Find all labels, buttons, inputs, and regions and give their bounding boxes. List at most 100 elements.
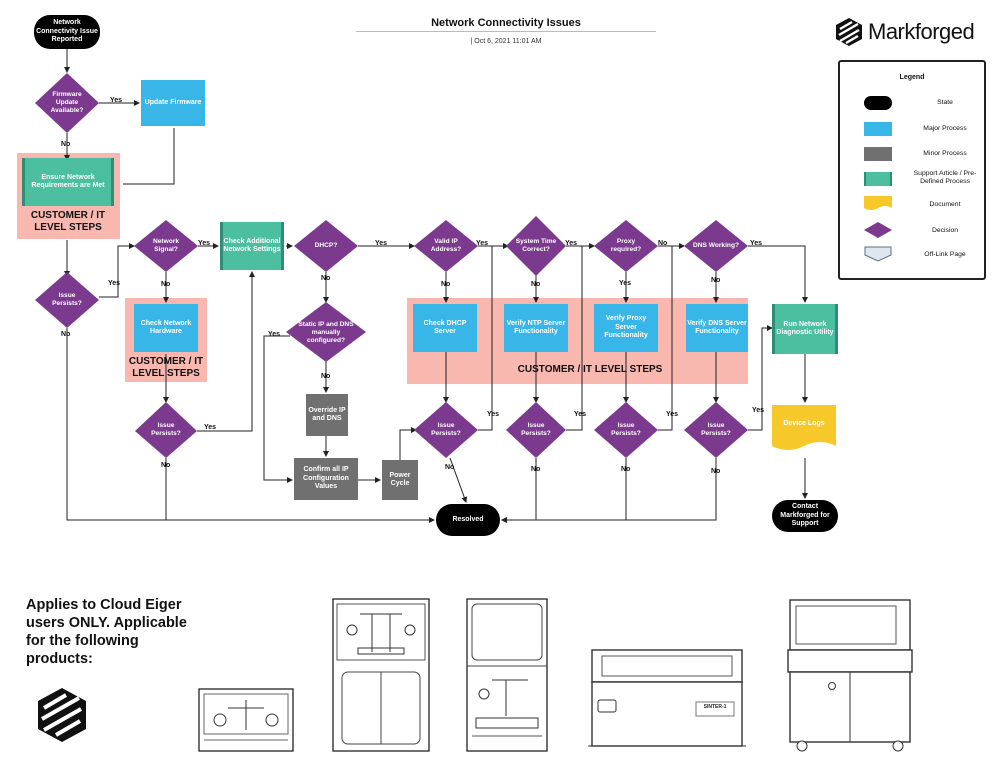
edge-no-issue5: No [621, 466, 631, 473]
legend-decision-swatch [864, 222, 892, 238]
decision-proxy: Proxy required? [610, 238, 642, 253]
legend-minor-label: Minor Process [923, 150, 967, 157]
wash-cure-station-icon [787, 599, 913, 752]
edge-no-valid-ip: No [441, 281, 451, 288]
edge-yes-time: Yes [565, 240, 578, 247]
edge-yes-signal: Yes [198, 240, 211, 247]
decision-issue4: Issue Persists? [521, 422, 551, 437]
edge-yes-valid-ip: Yes [476, 240, 489, 247]
edge-yes-issue1: Yes [108, 280, 121, 287]
decision-system-time: System Time Correct? [515, 238, 557, 253]
legend-decision-label: Decision [931, 227, 959, 234]
edge-yes-dhcp: Yes [375, 240, 388, 247]
decision-issue5: Issue Persists? [611, 422, 641, 437]
edge-no-issue1: No [61, 331, 71, 338]
customer-it-label-2: CUSTOMER / IT LEVEL STEPS [128, 356, 204, 379]
decision-issue1: Issue Persists? [52, 292, 82, 307]
flow-connectors [64, 47, 808, 523]
brand-name: Markforged [868, 19, 975, 44]
edge-yes-firmware: Yes [110, 97, 123, 104]
markforged-mark-icon [38, 688, 86, 742]
decision-system-time-shape [506, 216, 566, 276]
update-firmware-process: Update Firmware [141, 80, 205, 126]
edge-no-issue4: No [531, 466, 541, 473]
override-ip-dns: Override IP and DNS [306, 394, 348, 436]
decision-proxy-shape [594, 220, 658, 272]
legend-major-swatch [864, 122, 892, 136]
start-state: Network Connectivity Issue Reported [34, 15, 100, 49]
desktop-printer-icon [198, 688, 294, 752]
decision-issue1-shape [35, 272, 99, 328]
legend: Legend State Major Process Minor Process… [838, 60, 986, 280]
edge-no-signal: No [161, 281, 171, 288]
decision-issue2: Issue Persists? [151, 422, 181, 437]
sinter-label: SINTER-1 [703, 704, 727, 710]
legend-state-swatch [864, 96, 892, 110]
edge-yes-issue2: Yes [204, 424, 217, 431]
edge-yes-dns: Yes [750, 240, 763, 247]
markforged-logo-icon [836, 18, 862, 46]
edge-yes-issue4: Yes [574, 411, 587, 418]
contact-support-state: Contact Markforged for Support [772, 500, 838, 532]
customer-it-label-3: CUSTOMER / IT LEVEL STEPS [517, 364, 663, 375]
title-underline [356, 31, 656, 32]
product-sinter: SINTER-1 [588, 646, 746, 752]
legend-minor-swatch [864, 147, 892, 161]
decision-network-signal: Network Signal? [152, 238, 179, 253]
resolved-state: Resolved [436, 504, 500, 536]
decision-dhcp-shape [294, 220, 358, 272]
edge-no-dhcp: No [321, 275, 331, 282]
device-logs-document: Device Logs [783, 419, 825, 427]
applies-note: Applies to Cloud Eiger users ONLY. Appli… [26, 597, 187, 668]
decision-dhcp: DHCP? [314, 242, 338, 250]
edge-no-issue2: No [161, 462, 171, 469]
decision-firmware: Firmware Update Available? [50, 91, 84, 114]
legend-document-label: Document [929, 201, 961, 208]
decision-static-ip: Static IP and DNS manually configured? [298, 321, 354, 344]
fx-printer-icon [466, 598, 548, 752]
run-network-diagnostic: Run Network Diagnostic Utility [772, 304, 838, 354]
decision-issue5-shape [594, 402, 658, 458]
decision-issue6-shape [684, 402, 748, 458]
brand-logo: Markforged [834, 16, 994, 48]
legend-support-swatch [864, 172, 892, 186]
edge-yes-issue5: Yes [666, 411, 679, 418]
decision-static-shape [286, 302, 366, 362]
verify-dns-server: Verify DNS Server Functionality [686, 304, 748, 352]
edge-no-time: No [531, 281, 541, 288]
decision-firmware-shape [35, 73, 99, 133]
customer-it-label-1: CUSTOMER / IT LEVEL STEPS [30, 210, 106, 233]
decision-issue4-shape [506, 402, 566, 458]
check-additional-network-settings: Check Additional Network Settings [220, 222, 284, 270]
power-cycle: Power Cycle [382, 460, 418, 500]
page-title: Network Connectivity Issues [431, 17, 581, 29]
industrial-printer-icon [332, 598, 430, 752]
edge-no-static: No [321, 373, 331, 380]
legend-major-label: Major Process [923, 125, 967, 132]
decision-valid-ip: Valid IP Address? [430, 238, 462, 253]
product-wash-cure [786, 598, 914, 752]
decision-net-signal-shape [134, 220, 198, 272]
edge-no-issue6: No [711, 468, 721, 475]
edge-no-proxy: No [658, 240, 668, 247]
legend-offlink-label: Off-Link Page [924, 251, 966, 258]
decision-issue6: Issue Persists? [701, 422, 731, 437]
confirm-ip-configuration: Confirm all IP Configuration Values [294, 458, 358, 500]
check-network-hardware: Check Network Hardware [134, 304, 198, 352]
edge-yes-proxy: Yes [619, 280, 632, 287]
date-stamp: | Oct 6, 2021 11:01 AM [470, 38, 542, 45]
legend-document-swatch [864, 196, 892, 210]
decision-issue3: Issue Persists? [431, 422, 461, 437]
edge-no-dns: No [711, 277, 721, 284]
decision-valid-ip-shape [414, 220, 478, 272]
product-fx-printer [466, 598, 548, 752]
check-dhcp-server: Check DHCP Server [413, 304, 477, 352]
verify-proxy-server: Verify Proxy Server Functionality [594, 304, 658, 352]
sinter-furnace-icon [588, 649, 746, 747]
decision-dns: DNS Working? [692, 242, 740, 250]
product-desktop-printer [198, 688, 294, 752]
product-industrial-printer [332, 598, 430, 752]
verify-ntp-server: Verify NTP Server Functionality [504, 304, 568, 352]
edge-yes-static: Yes [268, 331, 281, 338]
legend-support-label: Support Article / Pre-Defined Process [913, 170, 977, 185]
